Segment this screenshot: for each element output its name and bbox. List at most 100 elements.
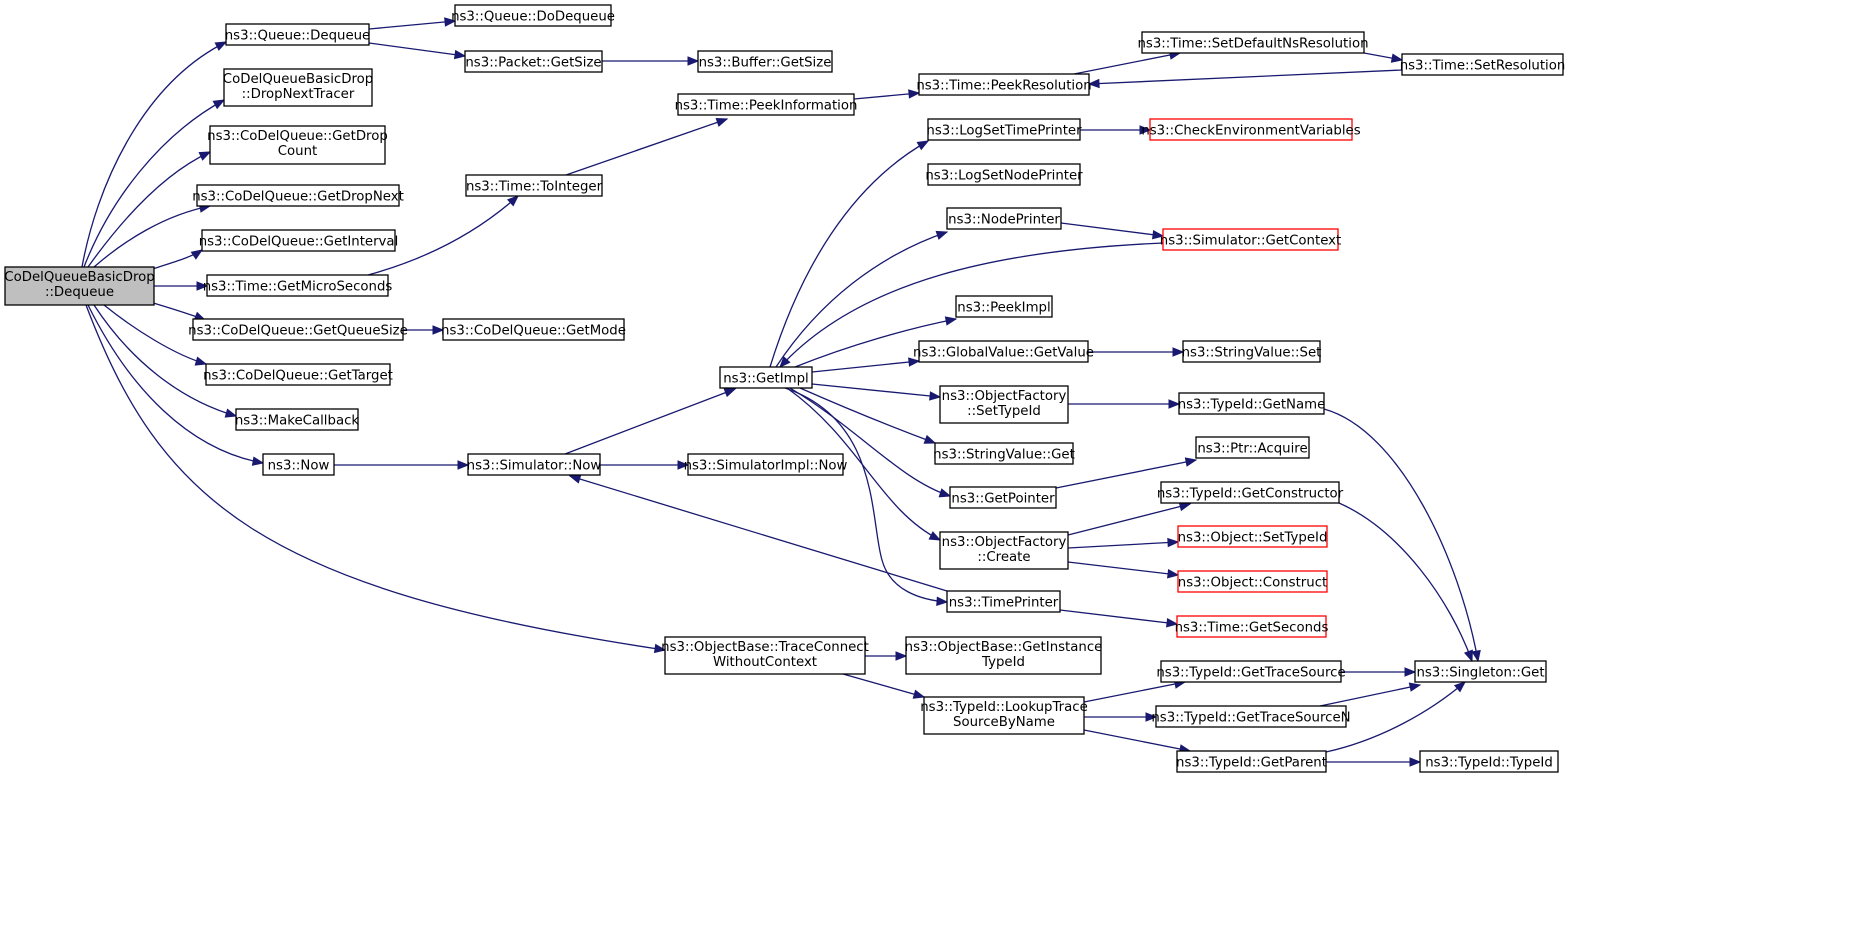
node-box [687,453,844,476]
node-timeprinter[interactable]: ns3::TimePrinter [946,590,1061,613]
node-label: WithoutContext [713,655,817,670]
node-codel-getmode[interactable]: ns3::CoDelQueue::GetMode [441,318,626,341]
node-checkenvironmentvariables[interactable]: ns3::CheckEnvironmentVariables [1141,118,1361,141]
node-objectfactory-create[interactable]: ns3::ObjectFactory::Create [939,531,1069,570]
node-codel-getqueuesize[interactable]: ns3::CoDelQueue::GetQueueSize [188,318,408,341]
node-label: ns3::Object::Construct [1178,576,1327,591]
node-simulator-getcontext[interactable]: ns3::Simulator::GetContext [1160,228,1341,251]
node-label: ns3::TypeId::GetConstructor [1157,487,1344,502]
arrowhead-icon [1453,681,1467,693]
edge-tp-to-tgsec [1059,609,1179,628]
node-globalvalue-getvalue[interactable]: ns3::GlobalValue::GetValue [913,340,1094,363]
arrowhead-icon [190,249,204,260]
node-logsetnodeprinter[interactable]: ns3::LogSetNodePrinter [925,163,1083,186]
node-label: ::Dequeue [45,285,114,300]
node-label: ns3::Now [268,459,330,474]
node-time-tointeger[interactable]: ns3::Time::ToInteger [465,174,603,197]
node-label: ns3::TypeId::GetParent [1176,756,1327,771]
edges [81,17,1481,767]
edge-tlts-to-tgtsn [1084,712,1158,722]
node-objectbase-traceconnectwithoutcontext[interactable]: ns3::ObjectBase::TraceConnectWithoutCont… [661,636,869,675]
edge-getimpl-to-ofsti [811,383,942,401]
node-object-construct[interactable]: ns3::Object::Construct [1177,570,1328,593]
arrowhead-icon [1145,712,1158,722]
node-typeid-gettracesource[interactable]: ns3::TypeId::GetTraceSource [1156,660,1346,683]
arrowhead-icon [1166,618,1179,628]
edge-ofcreate-to-tgc [1067,501,1192,536]
node-makecallback[interactable]: ns3::MakeCallback [235,408,360,431]
node-box [1160,481,1340,504]
node-objectfactory-settypeid[interactable]: ns3::ObjectFactory::SetTypeId [939,385,1069,424]
edge-getptr-to-ptracq [1055,457,1198,489]
node-label: ::Create [977,550,1030,565]
node-object-settypeid[interactable]: ns3::Object::SetTypeId [1177,525,1328,548]
node-time-peekinformation[interactable]: ns3::Time::PeekInformation [675,93,858,116]
node-stringvalue-set[interactable]: ns3::StringValue::Set [1182,340,1322,363]
node-now[interactable]: ns3::Now [262,453,335,476]
arrowhead-icon [1390,53,1404,63]
node-box [1149,118,1353,141]
node-dropnexttracer[interactable]: CoDelQueueBasicDrop::DropNextTracer [223,68,373,107]
node-time-getmicroseconds[interactable]: ns3::Time::GetMicroSeconds [203,274,393,297]
arrowhead-icon [928,531,942,541]
arrowhead-icon [1178,501,1192,512]
edge-ofsti-to-tgn [1068,399,1181,409]
node-box [927,163,1081,186]
arrowhead-icon [1409,757,1422,767]
edge-getimpl-to-np [775,230,949,368]
node-box [235,408,359,431]
node-simulator-now[interactable]: ns3::Simulator::Now [467,453,602,476]
node-time-setresolution[interactable]: ns3::Time::SetResolution [1400,53,1566,76]
node-label: ns3::StringValue::Set [1182,346,1322,361]
node-box [905,636,1102,675]
node-label: ns3::Queue::DoDequeue [451,10,615,25]
node-label: ns3::TypeId::TypeId [1425,756,1553,771]
node-label: SourceByName [953,715,1055,730]
node-nodeprinter[interactable]: ns3::NodePrinter [946,207,1062,230]
node-typeid-getconstructor[interactable]: ns3::TypeId::GetConstructor [1157,481,1344,504]
arrowhead-icon [212,99,226,110]
node-time-setdefaultnsresolution[interactable]: ns3::Time::SetDefaultNsResolution [1137,31,1369,54]
root-node[interactable]: CoDelQueueBasicDrop::Dequeue [4,266,155,306]
arrowhead-icon [908,357,921,367]
node-box [464,50,603,73]
node-ptr-acquire[interactable]: ns3::Ptr::Acquire [1195,436,1310,459]
node-time-getseconds[interactable]: ns3::Time::GetSeconds [1175,615,1329,638]
arrowhead-icon [1408,682,1422,692]
node-simulatorimpl-now[interactable]: ns3::SimulatorImpl::Now [684,453,848,476]
arrowhead-icon [938,488,952,498]
node-codel-getinterval[interactable]: ns3::CoDelQueue::GetInterval [199,229,399,252]
node-box [1162,228,1339,251]
node-box [196,184,400,207]
node-queue-dodequeue[interactable]: ns3::Queue::DoDequeue [451,4,615,27]
node-label: ns3::TimePrinter [949,596,1059,611]
node-getimpl[interactable]: ns3::GetImpl [719,366,813,389]
node-typeid-getparent[interactable]: ns3::TypeId::GetParent [1176,750,1327,773]
node-queue-dequeue[interactable]: ns3::Queue::Dequeue [225,23,371,46]
arrowhead-icon [929,391,942,401]
node-label: CoDelQueueBasicDrop [4,270,154,285]
node-time-peekresolution[interactable]: ns3::Time::PeekResolution [916,73,1092,96]
node-buffer-getsize[interactable]: ns3::Buffer::GetSize [697,50,833,73]
node-box [465,174,603,197]
node-typeid-getname[interactable]: ns3::TypeId::GetName [1178,392,1326,415]
node-logsettimeprinter[interactable]: ns3::LogSetTimePrinter [926,118,1082,141]
node-typeid-typeid[interactable]: ns3::TypeId::TypeId [1419,750,1559,773]
node-typeid-gettracesourcen[interactable]: ns3::TypeId::GetTraceSourceN [1151,705,1351,728]
node-stringvalue-get[interactable]: ns3::StringValue::Get [933,442,1075,465]
node-getpointer[interactable]: ns3::GetPointer [949,486,1057,509]
node-label: ns3::PeekImpl [957,301,1050,316]
node-label: CoDelQueueBasicDrop [223,72,373,87]
node-singleton-get[interactable]: ns3::Singleton::Get [1414,660,1547,683]
node-box [1155,705,1347,728]
node-codel-gettarget[interactable]: ns3::CoDelQueue::GetTarget [203,363,393,386]
edge-ofcreate-to-objsti [1067,537,1180,549]
node-peekimpl[interactable]: ns3::PeekImpl [955,295,1053,318]
node-codel-getdropnext[interactable]: ns3::CoDelQueue::GetDropNext [192,184,404,207]
node-box [262,453,335,476]
edge-qdeq-to-qdodeq [368,17,457,30]
node-packet-getsize[interactable]: ns3::Packet::GetSize [464,50,603,73]
